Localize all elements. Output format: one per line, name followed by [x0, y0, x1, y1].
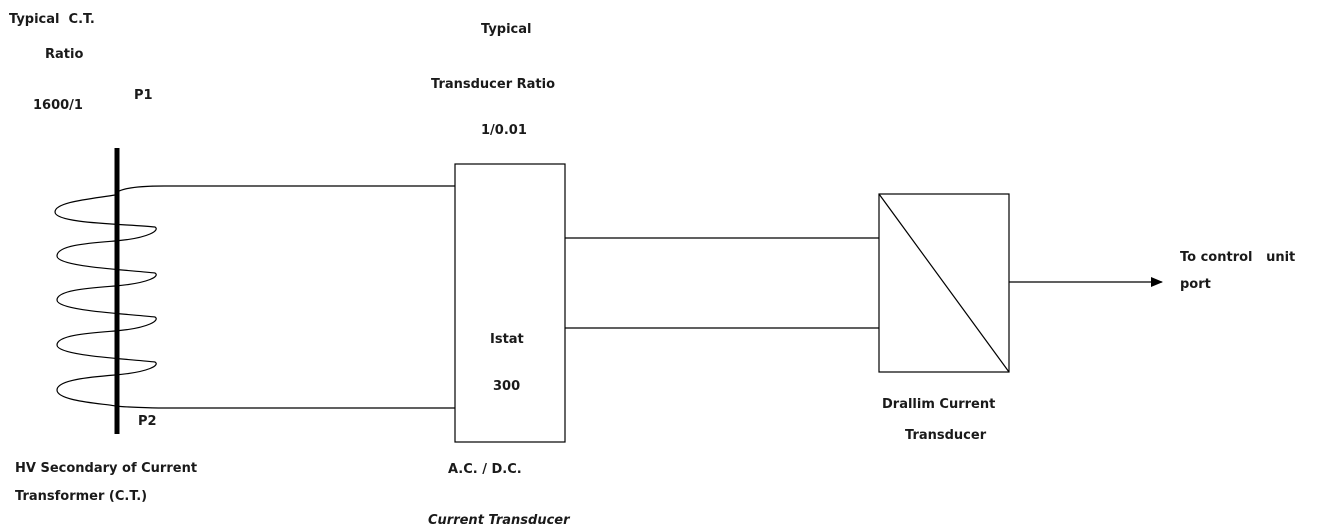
- transducer-caption: A.C. / D.C.: [448, 462, 522, 477]
- ct-winding-coil: [54, 185, 165, 409]
- output-label-line2: port: [1180, 277, 1211, 292]
- transducer-inner-value: 300: [493, 379, 520, 394]
- drallim-caption-line2: Transducer: [905, 428, 987, 443]
- ct-ratio-label-line1: Typical C.T.: [9, 12, 95, 27]
- ct-caption-line1: HV Secondary of Current: [15, 461, 197, 476]
- ct-terminal-p1: P1: [134, 88, 153, 103]
- ct-ratio-label-line2: Ratio: [45, 47, 83, 62]
- transducer-ratio-label-line2: Transducer Ratio: [431, 77, 555, 92]
- drallim-diagonal: [878, 193, 1010, 373]
- ct-ratio-value: 1600/1: [33, 98, 83, 113]
- transducer-caption-italic: Current Transducer: [428, 513, 571, 528]
- ct-terminal-p2: P2: [138, 414, 157, 429]
- transducer-ratio-value: 1/0.01: [481, 123, 527, 138]
- transducer-ratio-label-line1: Typical: [481, 22, 532, 37]
- ct-caption-line2: Transformer (C.T.): [15, 489, 147, 504]
- transducer-inner-label: Istat: [490, 332, 524, 347]
- current-transducer-box: [454, 163, 566, 443]
- drallim-caption-line1: Drallim Current: [882, 397, 995, 412]
- output-label-line1: To control unit: [1180, 250, 1295, 265]
